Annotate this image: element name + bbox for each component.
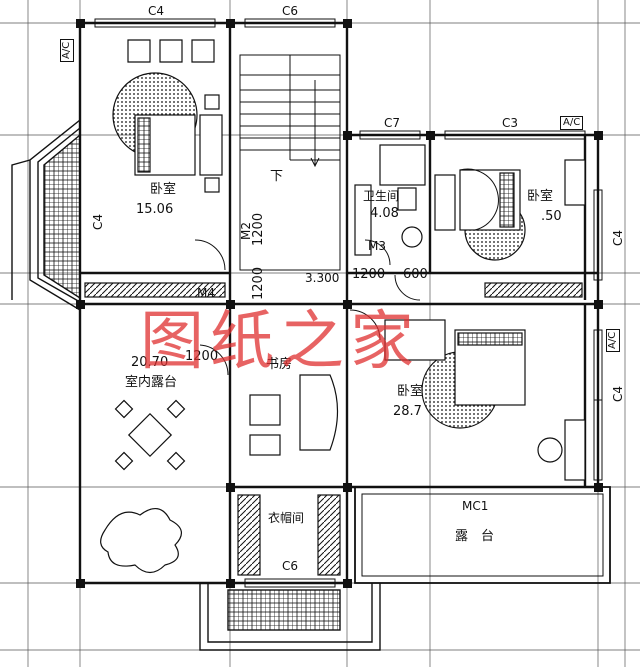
room-wardrobe-name: 衣帽间 bbox=[268, 511, 305, 525]
room-bathroom-area: 4.08 bbox=[370, 206, 399, 221]
window-label-c4-left: C4 bbox=[91, 213, 105, 230]
study-furniture bbox=[249, 374, 339, 456]
balcony bbox=[354, 486, 611, 584]
dim-1200-terrace: 1200 bbox=[185, 349, 219, 364]
plant bbox=[100, 508, 182, 574]
terrace-table bbox=[114, 399, 186, 471]
window-label-c7: C7 bbox=[384, 116, 401, 130]
dim-600: 600 bbox=[403, 267, 428, 282]
watermark: 图纸之家 bbox=[140, 305, 420, 379]
window-label-c6-bottom: C6 bbox=[282, 559, 299, 573]
room-bedroom-2-name: 卧室 bbox=[527, 189, 554, 204]
stairs bbox=[239, 54, 341, 271]
dim-1200-upper: 1200 bbox=[251, 212, 266, 246]
room-bedroom-1-area: 15.06 bbox=[136, 202, 174, 217]
room-bedroom-3-name: 卧室 bbox=[397, 384, 424, 399]
room-bathroom-name: 卫生间 bbox=[363, 189, 400, 203]
room-terrace-indoor-area: 20.70 bbox=[131, 355, 169, 370]
room-bedroom-1-name: 卧室 bbox=[150, 182, 177, 197]
window-label-c4-right-lower: C4 bbox=[611, 385, 625, 402]
door-label-m4: M4 bbox=[197, 286, 215, 300]
door-swings bbox=[194, 168, 499, 376]
bathroom-fixtures bbox=[354, 144, 426, 256]
room-terrace-indoor-name: 室内露台 bbox=[125, 375, 178, 390]
bed-2 bbox=[434, 159, 586, 261]
elevation-mark: 3.300 bbox=[305, 271, 340, 285]
window-frames bbox=[94, 18, 603, 588]
dim-1200-mid: 1200 bbox=[352, 267, 386, 282]
room-bedroom-3-area: 28.7 bbox=[393, 404, 422, 419]
window-label-c4-top: C4 bbox=[148, 4, 165, 18]
entry-balcony bbox=[199, 583, 381, 651]
window-label-c6-top: C6 bbox=[282, 4, 299, 18]
ac-label-left: A/C bbox=[60, 38, 74, 62]
room-balcony-name: 露 台 bbox=[455, 529, 495, 544]
stair-down-label: 下 bbox=[270, 169, 284, 184]
bed-1 bbox=[112, 39, 223, 193]
ac-label-right-top: A/C bbox=[560, 116, 584, 130]
room-bedroom-2-area: .50 bbox=[541, 209, 562, 224]
door-label-mc1: MC1 bbox=[462, 499, 489, 513]
window-label-c3: C3 bbox=[502, 116, 519, 130]
bay-window bbox=[11, 119, 81, 311]
bed-3 bbox=[384, 319, 586, 481]
room-study-name: 书房 bbox=[266, 357, 293, 372]
wardrobes bbox=[84, 282, 583, 576]
door-label-m3: M3 bbox=[368, 239, 386, 253]
window-label-c4-right-upper: C4 bbox=[611, 229, 625, 246]
ac-label-right-mid: A/C bbox=[606, 328, 620, 352]
